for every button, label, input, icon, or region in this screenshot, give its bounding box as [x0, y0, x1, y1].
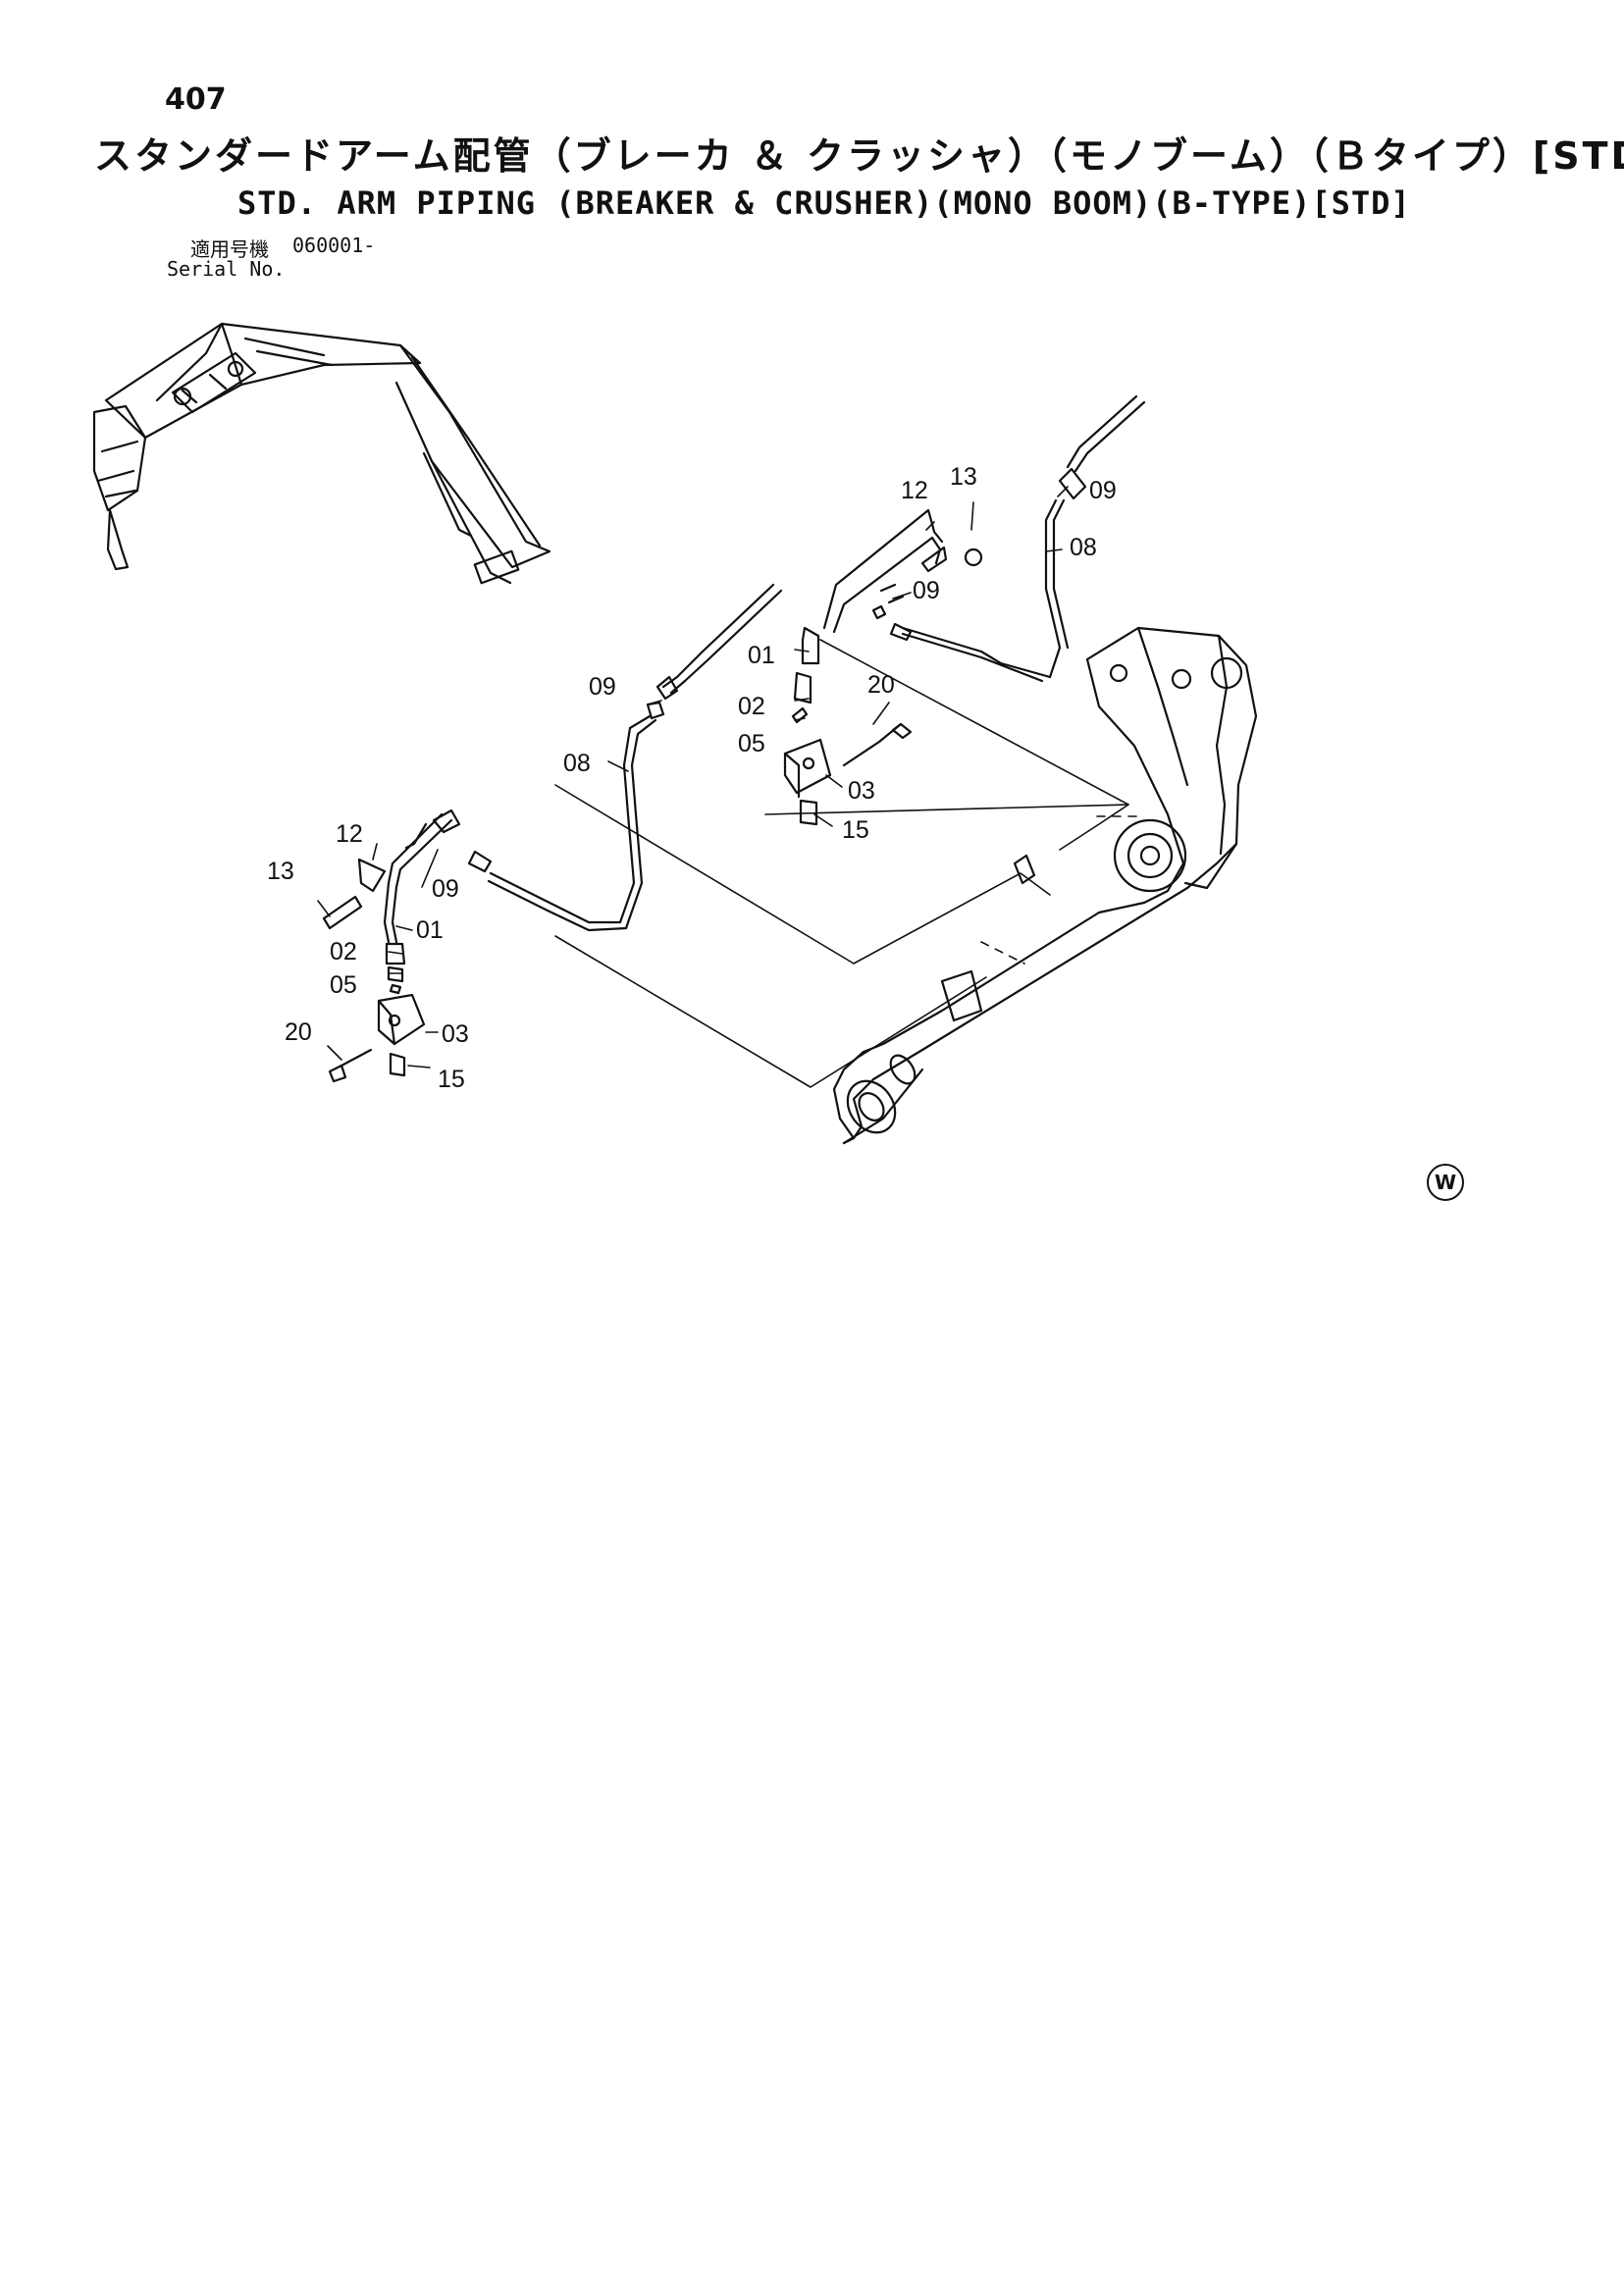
callout-12-lower: 12	[336, 820, 363, 848]
callout-13-upper: 13	[950, 463, 977, 491]
callout-02-upper: 02	[738, 693, 765, 720]
callout-08-upper-right: 08	[1070, 534, 1097, 561]
callout-labels: 12 13 09 08 09 01 20 02 05 03 15 09 08 1…	[267, 463, 1117, 1093]
callout-13-lower: 13	[267, 858, 294, 885]
serial-label-japanese: 適用号機	[190, 237, 269, 261]
serial-number-value: 060001-	[292, 234, 376, 257]
callout-pointers	[317, 486, 1069, 1069]
callout-15-upper: 15	[842, 816, 869, 844]
serial-label-english: Serial No.	[167, 257, 286, 281]
callout-03-lower: 03	[442, 1020, 469, 1048]
callout-12-upper: 12	[901, 477, 928, 504]
page-title-japanese: スタンダードアーム配管（ブレーカ ＆ クラッシャ）（モノブーム）（Ｂタイプ）[S…	[94, 134, 1624, 178]
excavator-inset-illustration	[92, 322, 551, 585]
arm-body-illustration	[832, 626, 1258, 1145]
page-title-english: STD. ARM PIPING (BREAKER & CRUSHER)(MONO…	[237, 184, 1411, 222]
callout-05-lower: 05	[330, 971, 357, 999]
page-number: 407	[165, 82, 227, 117]
callout-20-lower: 20	[285, 1018, 312, 1046]
callout-20-upper: 20	[867, 671, 895, 699]
leader-lines	[554, 639, 1139, 1088]
callout-08-mid: 08	[563, 750, 591, 777]
callout-05-upper: 05	[738, 730, 765, 757]
callout-09-upper-right: 09	[1089, 477, 1117, 504]
middle-hose	[467, 583, 783, 932]
callout-09-lower: 09	[432, 875, 459, 903]
upper-pipe-assembly	[783, 394, 1146, 826]
callout-01-lower: 01	[416, 916, 444, 944]
callout-01-upper: 01	[748, 642, 775, 669]
callout-03-upper: 03	[848, 777, 875, 805]
callout-15-lower: 15	[438, 1066, 465, 1093]
lower-pipe-assembly	[322, 809, 461, 1083]
manufacturer-logo-mark: W	[1427, 1164, 1464, 1201]
callout-09-upper-mid: 09	[913, 577, 940, 604]
callout-02-lower: 02	[330, 938, 357, 965]
callout-09-mid: 09	[589, 673, 616, 701]
